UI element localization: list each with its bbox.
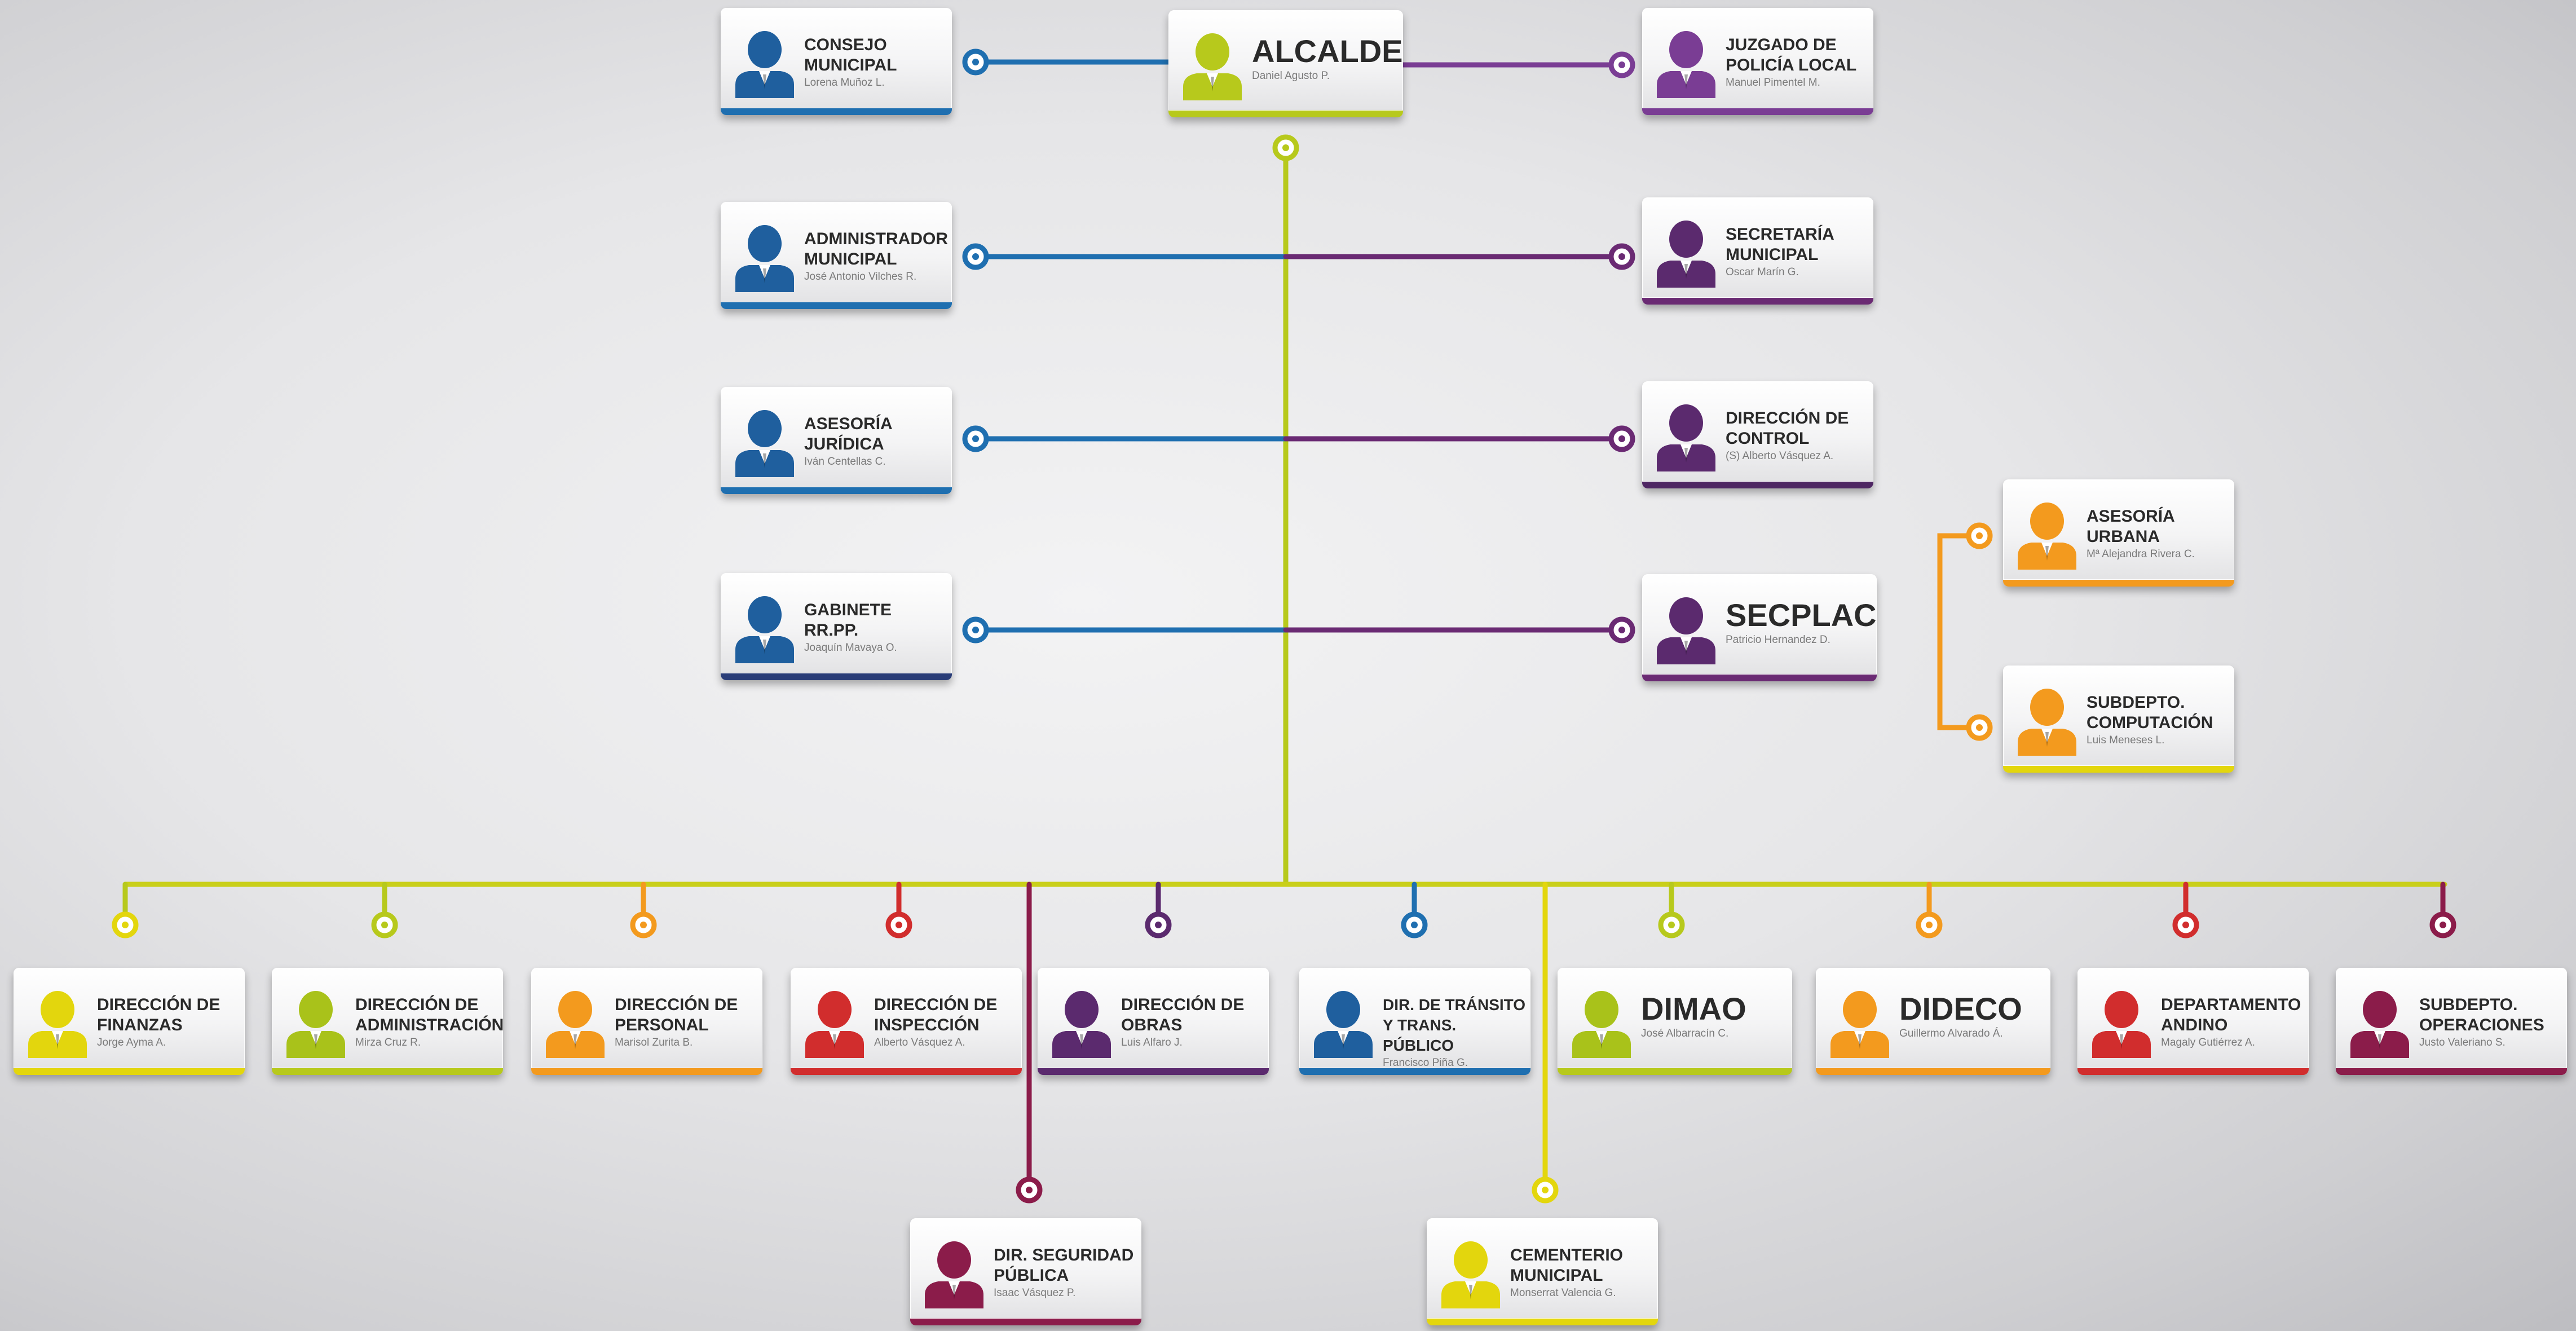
node-person: Alberto Vásquez A. — [874, 1037, 965, 1048]
person-icon — [25, 990, 90, 1058]
node-title: DIR. DE TRÁNSITO Y TRANS. PÚBLICO — [1383, 996, 1526, 1054]
node-alcalde[interactable]: ALCALDE Daniel Agusto P. — [1168, 10, 1403, 117]
person-icon — [2089, 990, 2154, 1058]
node-gabinete[interactable]: GABINETE RR.PP. Joaquín Mavaya O. — [721, 573, 952, 680]
node-person: Daniel Agusto P. — [1252, 70, 1330, 82]
node-title: ADMINISTRADOR MUNICIPAL — [804, 230, 948, 268]
node-title: DIMAO — [1641, 991, 1746, 1026]
node-person: Luis Alfaro J. — [1121, 1037, 1183, 1048]
person-icon — [732, 409, 797, 477]
node-title: DEPARTAMENTO ANDINO — [2161, 995, 2301, 1034]
node-dimao[interactable]: DIMAO José Albarracín C. — [1558, 968, 1792, 1075]
node-person: Mª Alejandra Rivera C. — [2087, 548, 2195, 560]
node-asesoria-urbana[interactable]: ASESORÍA URBANA Mª Alejandra Rivera C. — [2003, 479, 2234, 587]
node-secplac[interactable]: SECPLAC Patricio Hernandez D. — [1642, 574, 1877, 681]
node-title: CONSEJO MUNICIPAL — [804, 36, 897, 74]
node-title: SUBDEPTO. OPERACIONES — [2419, 995, 2544, 1034]
node-person: Iván Centellas C. — [804, 456, 886, 468]
person-icon — [2347, 990, 2412, 1058]
node-title: DIDECO — [1899, 991, 2022, 1026]
node-person: José Albarracín C. — [1641, 1028, 1729, 1039]
node-person: Monserrat Valencia G. — [1510, 1287, 1616, 1299]
node-departamento-andino[interactable]: DEPARTAMENTO ANDINO Magaly Gutiérrez A. — [2077, 968, 2309, 1075]
node-secretaria-municipal[interactable]: SECRETARÍA MUNICIPAL Oscar Marín G. — [1642, 197, 1873, 305]
node-cementerio-municipal[interactable]: CEMENTERIO MUNICIPAL Monserrat Valencia … — [1427, 1218, 1658, 1325]
person-icon — [1049, 990, 1114, 1058]
node-direccion-control[interactable]: DIRECCIÓN DE CONTROL (S) Alberto Vásquez… — [1642, 381, 1873, 488]
person-icon — [1653, 597, 1719, 664]
node-title: ALCALDE — [1252, 33, 1403, 69]
node-title: SECPLAC — [1726, 597, 1877, 633]
node-title: ASESORÍA JURÍDICA — [804, 415, 893, 453]
node-title: DIRECCIÓN DE CONTROL — [1726, 409, 1849, 448]
node-title: SECRETARÍA MUNICIPAL — [1726, 225, 1834, 264]
node-person: Justo Valeriano S. — [2419, 1037, 2506, 1048]
node-title: JUZGADO DE POLICÍA LOCAL — [1726, 36, 1857, 74]
node-direccion-administracion[interactable]: DIRECCIÓN DE ADMINISTRACIÓN Mirza Cruz R… — [272, 968, 504, 1075]
node-dideco[interactable]: DIDECO Guillermo Alvarado Á. — [1816, 968, 2050, 1075]
person-icon — [1311, 990, 1376, 1058]
person-icon — [1569, 990, 1634, 1058]
node-consejo-municipal[interactable]: CONSEJO MUNICIPAL Lorena Muñoz L. — [721, 8, 952, 115]
node-title: DIR. SEGURIDAD PÚBLICA — [994, 1246, 1134, 1285]
person-icon — [1438, 1241, 1503, 1308]
node-person: Jorge Ayma A. — [97, 1037, 166, 1048]
node-direccion-transito[interactable]: DIR. DE TRÁNSITO Y TRANS. PÚBLICO Franci… — [1299, 968, 1530, 1075]
person-icon — [1653, 404, 1719, 471]
node-subdepto-computacion[interactable]: SUBDEPTO. COMPUTACIÓN Luis Meneses L. — [2003, 666, 2234, 773]
node-title: DIRECCIÓN DE PERSONAL — [615, 995, 738, 1034]
node-title: DIRECCIÓN DE INSPECCIÓN — [874, 995, 998, 1034]
node-seguridad-publica[interactable]: DIR. SEGURIDAD PÚBLICA Isaac Vásquez P. — [910, 1218, 1141, 1325]
node-person: Patricio Hernandez D. — [1726, 634, 1830, 646]
node-person: Guillermo Alvarado Á. — [1899, 1028, 2003, 1039]
node-person: Lorena Muñoz L. — [804, 77, 885, 89]
node-person: José Antonio Vilches R. — [804, 271, 917, 283]
node-person: Mirza Cruz R. — [355, 1037, 421, 1048]
person-icon — [2014, 502, 2080, 570]
node-title: DIRECCIÓN DE OBRAS — [1121, 995, 1245, 1034]
node-title: DIRECCIÓN DE FINANZAS — [97, 995, 220, 1034]
node-juzgado[interactable]: JUZGADO DE POLICÍA LOCAL Manuel Pimentel… — [1642, 8, 1873, 115]
person-icon — [1653, 30, 1719, 98]
node-person: (S) Alberto Vásquez A. — [1726, 450, 1834, 462]
node-direccion-personal[interactable]: DIRECCIÓN DE PERSONAL Marisol Zurita B. — [531, 968, 762, 1075]
node-person: Oscar Marín G. — [1726, 266, 1799, 278]
node-title: DIRECCIÓN DE ADMINISTRACIÓN — [355, 995, 504, 1034]
node-person: Manuel Pimentel M. — [1726, 77, 1820, 89]
node-title: CEMENTERIO MUNICIPAL — [1510, 1246, 1624, 1285]
person-icon — [283, 990, 349, 1058]
person-icon — [802, 990, 867, 1058]
node-person: Francisco Piña G. — [1383, 1057, 1468, 1069]
node-person: Joaquín Mavaya O. — [804, 642, 897, 654]
node-person: Magaly Gutiérrez A. — [2161, 1037, 2255, 1048]
person-icon — [921, 1241, 987, 1308]
person-icon — [1180, 33, 1245, 100]
node-direccion-inspeccion[interactable]: DIRECCIÓN DE INSPECCIÓN Alberto Vásquez … — [791, 968, 1022, 1075]
person-icon — [732, 596, 797, 663]
node-direccion-obras[interactable]: DIRECCIÓN DE OBRAS Luis Alfaro J. — [1038, 968, 1269, 1075]
node-person: Luis Meneses L. — [2087, 734, 2165, 746]
person-icon — [1827, 990, 1893, 1058]
node-title: GABINETE RR.PP. — [804, 601, 892, 640]
person-icon — [1653, 220, 1719, 288]
node-subdepto-operaciones[interactable]: SUBDEPTO. OPERACIONES Justo Valeriano S. — [2336, 968, 2567, 1075]
node-person: Marisol Zurita B. — [615, 1037, 693, 1048]
node-administrador-municipal[interactable]: ADMINISTRADOR MUNICIPAL José Antonio Vil… — [721, 202, 952, 309]
node-person: Isaac Vásquez P. — [994, 1287, 1076, 1299]
node-title: ASESORÍA URBANA — [2087, 507, 2175, 546]
person-icon — [542, 990, 608, 1058]
person-icon — [2014, 688, 2080, 756]
node-asesoria-juridica[interactable]: ASESORÍA JURÍDICA Iván Centellas C. — [721, 387, 952, 494]
person-icon — [732, 224, 797, 292]
node-title: SUBDEPTO. COMPUTACIÓN — [2087, 693, 2213, 732]
person-icon — [732, 30, 797, 98]
node-direccion-finanzas[interactable]: DIRECCIÓN DE FINANZAS Jorge Ayma A. — [14, 968, 245, 1075]
